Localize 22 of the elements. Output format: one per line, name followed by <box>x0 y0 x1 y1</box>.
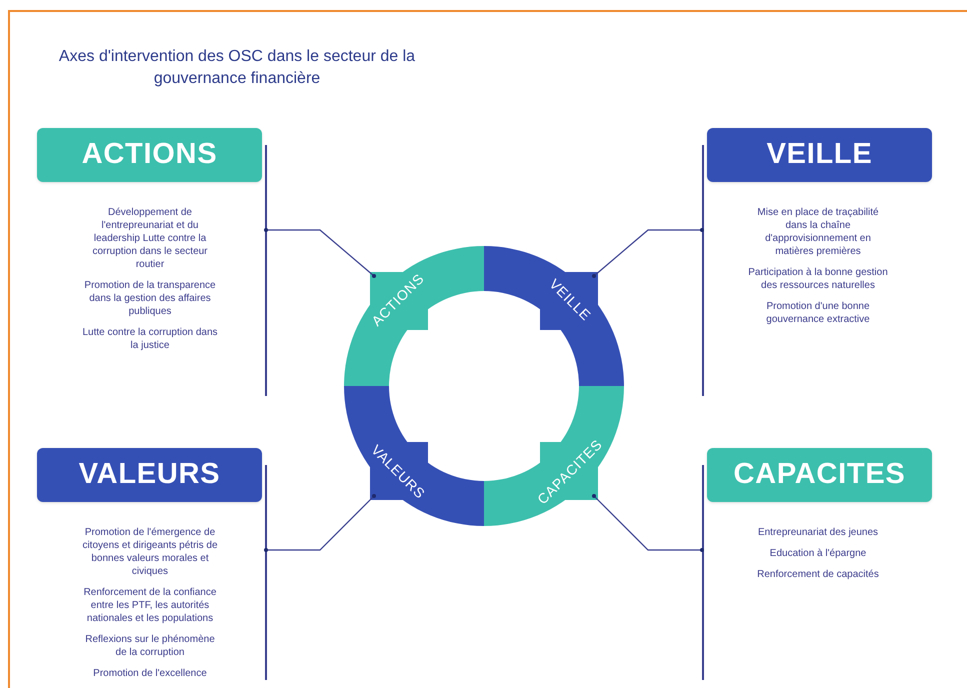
description-text: Renforcement de capacités <box>756 568 880 581</box>
leader-line <box>264 228 376 278</box>
description-text: Lutte contre la corruption dans la justice <box>81 326 219 352</box>
description-text: Développement de l'entrepreunariat et du leadership Lutte contre la corruption dans le secteur routier <box>91 206 209 271</box>
description-text: Renforcement de la confiance entre les PTF, les autorités nationales et les populations <box>82 586 218 625</box>
leader-line <box>592 228 704 278</box>
leader-line <box>592 494 704 552</box>
description-text: Promotion de l'émergence de citoyens et dirigeants pétris de bonnes valeurs morales et civiques <box>81 526 219 578</box>
heading-banner: ACTIONS <box>37 128 262 182</box>
description-text: Entrepreunariat des jeunes <box>756 526 880 539</box>
description-text: Promotion de la transparence dans la gestion des affaires publiques <box>83 279 217 318</box>
description-text: Reflexions sur le phénomène de la corruption <box>84 633 216 659</box>
description-text: Mise en place de traçabilité dans la chaîne d'approvisionnement en matières premières <box>756 206 880 258</box>
description-text: Promotion d'une bonne gouvernance extractive <box>765 300 871 326</box>
description-text: Education à l'épargne <box>768 547 868 560</box>
heading-banner: VEILLE <box>707 128 932 182</box>
description-text: Participation à la bonne gestion des ressources naturelles <box>748 266 888 292</box>
title: Axes d'intervention des OSC dans le secteur de la gouvernance financière <box>58 47 416 89</box>
description-text: Promotion de l'excellence <box>92 667 208 680</box>
heading-banner: CAPACITES <box>707 448 932 502</box>
heading-banner: VALEURS <box>37 448 262 502</box>
leader-line <box>264 494 376 552</box>
